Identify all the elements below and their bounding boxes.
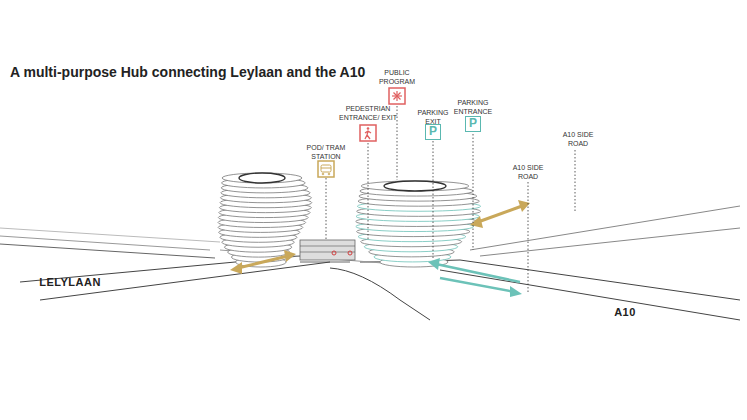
road-name: LELYLAAN (30, 276, 110, 289)
building-ring (384, 181, 446, 191)
parking-icon: P (425, 124, 441, 140)
road-name: A10 (605, 306, 645, 319)
callout-label: POD/ TRAM STATION (306, 143, 346, 161)
parking-icon: P (465, 116, 481, 132)
building-ring (222, 173, 302, 183)
callout-label: PARKING ENTRANCE (451, 98, 495, 116)
callout-label: A10 SIDE ROAD (560, 130, 596, 148)
callout-label: A10 SIDE ROAD (510, 163, 546, 181)
callout-label: PUBLIC PROGRAM (372, 68, 422, 86)
callout-label: PEDESTRIAN ENTRANCE/ EXIT (337, 104, 399, 122)
diagram-title: A multi-purpose Hub connecting Leylaan a… (10, 64, 365, 80)
building-ring (361, 181, 469, 191)
building-ring (239, 173, 285, 183)
